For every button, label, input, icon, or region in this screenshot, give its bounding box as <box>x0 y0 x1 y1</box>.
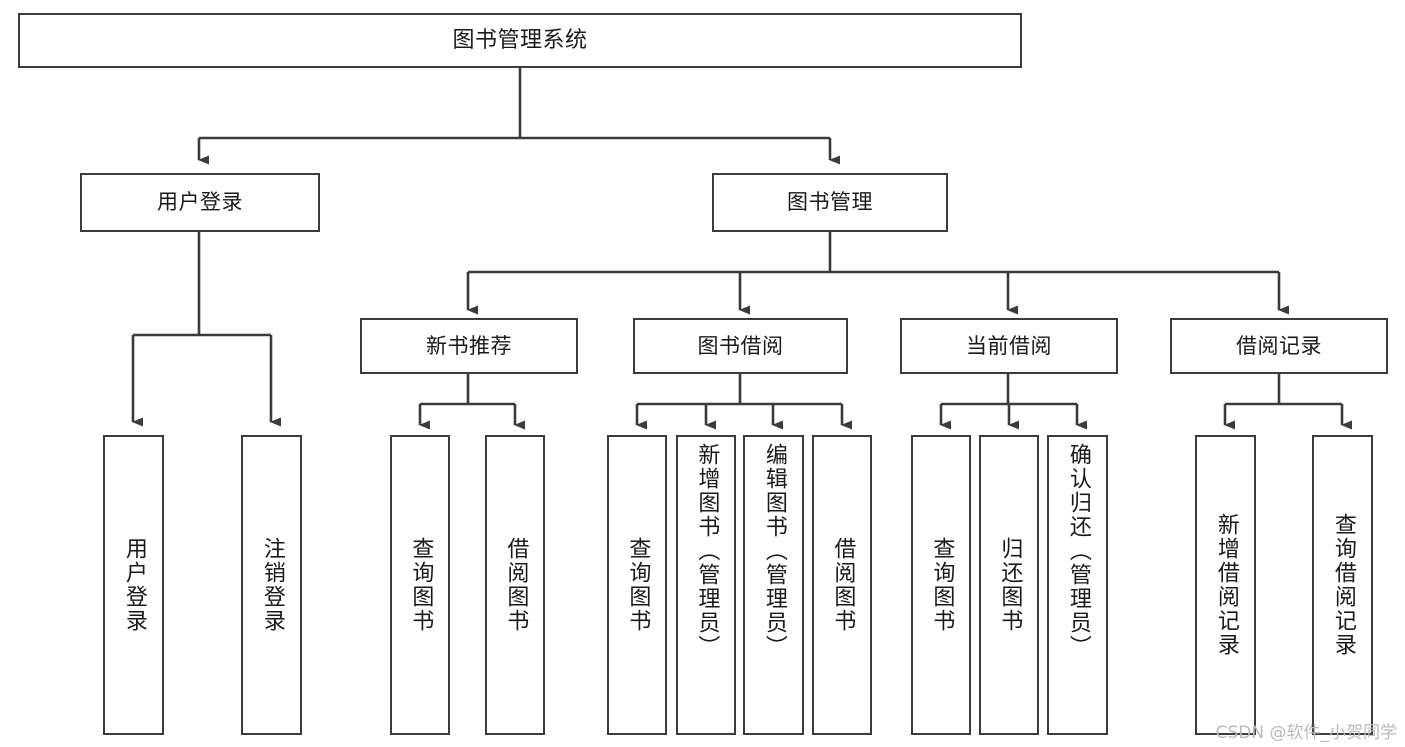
node-label: 查询图书 <box>625 537 651 633</box>
node-label: 借阅图书 <box>503 537 529 633</box>
node-label: 用户登录 <box>121 537 147 633</box>
node-label: 借阅图书 <box>830 537 856 633</box>
leaf-current-confirm-return-admin[interactable]: 确认归还（管理员） <box>1047 435 1108 735</box>
node-root-book-management-system[interactable]: 图书管理系统 <box>18 13 1022 68</box>
node-label: 注销登录 <box>259 537 285 633</box>
node-new-book-recommend[interactable]: 新书推荐 <box>360 318 578 374</box>
node-label: 查询借阅记录 <box>1330 513 1356 657</box>
node-book-borrow[interactable]: 图书借阅 <box>633 318 848 374</box>
node-label: 图书借阅 <box>697 333 784 358</box>
node-label: 编辑图书（管理员） <box>761 443 787 659</box>
leaf-borrow-add-book-admin[interactable]: 新增图书（管理员） <box>676 435 736 735</box>
leaf-records-query-record[interactable]: 查询借阅记录 <box>1312 435 1373 735</box>
leaf-user-login-do-login[interactable]: 用户登录 <box>103 435 164 735</box>
node-label: 查询图书 <box>408 537 434 633</box>
leaf-borrow-borrow-book[interactable]: 借阅图书 <box>812 435 872 735</box>
node-label: 查询图书 <box>929 537 955 633</box>
leaf-records-add-record[interactable]: 新增借阅记录 <box>1195 435 1256 735</box>
node-label: 归还图书 <box>997 537 1023 633</box>
csdn-watermark: CSDN @软件_小贺同学 <box>1215 723 1397 743</box>
leaf-current-query-book[interactable]: 查询图书 <box>911 435 971 735</box>
leaf-borrow-edit-book-admin[interactable]: 编辑图书（管理员） <box>743 435 804 735</box>
node-current-borrow[interactable]: 当前借阅 <box>900 318 1118 374</box>
leaf-current-return-book[interactable]: 归还图书 <box>979 435 1039 735</box>
node-label: 新增图书（管理员） <box>694 443 720 659</box>
node-label: 图书管理系统 <box>452 27 588 53</box>
node-label: 当前借阅 <box>966 333 1052 358</box>
leaf-recommend-borrow-book[interactable]: 借阅图书 <box>485 435 545 735</box>
leaf-borrow-query-book[interactable]: 查询图书 <box>607 435 667 735</box>
node-label: 借阅记录 <box>1236 333 1322 358</box>
leaf-recommend-query-book[interactable]: 查询图书 <box>390 435 450 735</box>
node-label: 新增借阅记录 <box>1213 513 1239 657</box>
node-book-management[interactable]: 图书管理 <box>712 173 948 232</box>
node-label: 用户登录 <box>157 190 243 215</box>
node-label: 图书管理 <box>787 190 873 215</box>
node-user-login[interactable]: 用户登录 <box>80 173 320 232</box>
leaf-user-login-logout[interactable]: 注销登录 <box>241 435 302 735</box>
node-label: 确认归还（管理员） <box>1065 443 1091 659</box>
node-borrow-records[interactable]: 借阅记录 <box>1170 318 1388 374</box>
node-label: 新书推荐 <box>426 333 512 358</box>
